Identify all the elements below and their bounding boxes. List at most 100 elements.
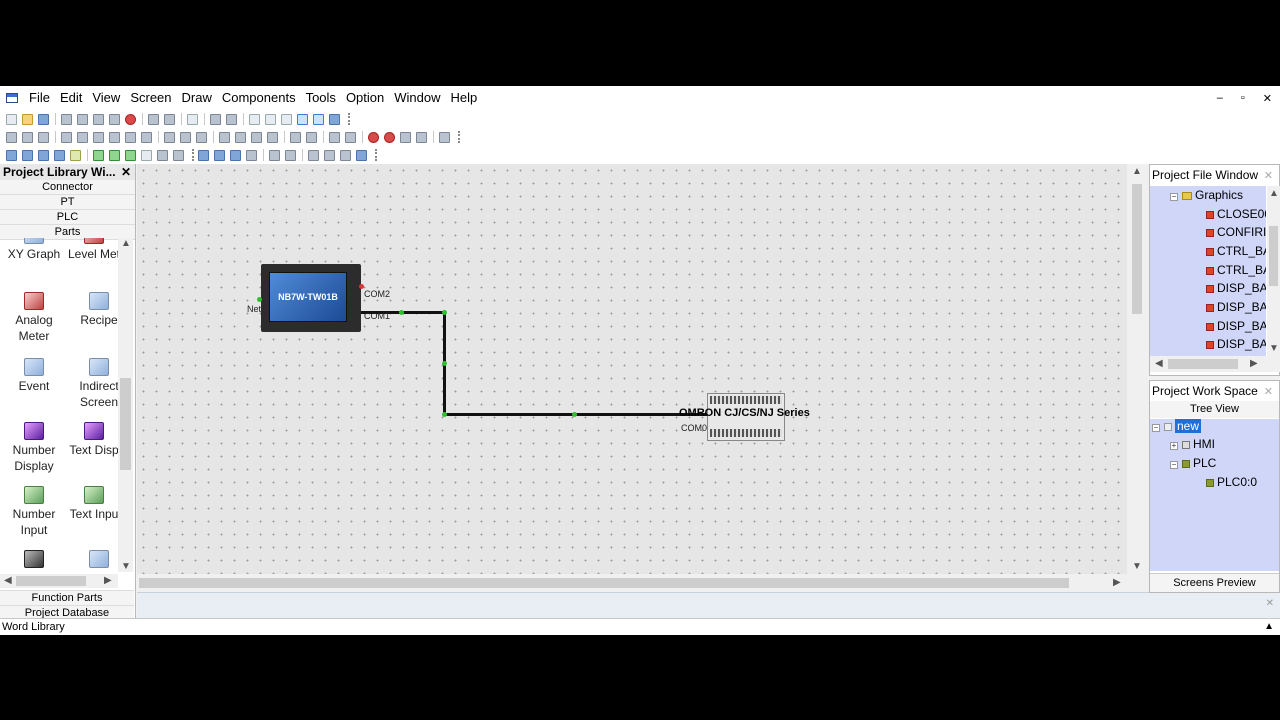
zoom-icon[interactable] xyxy=(281,113,292,125)
scroll-left-icon[interactable]: ◀ xyxy=(1155,358,1163,369)
rotate-icon[interactable] xyxy=(400,131,411,143)
same-size-icon[interactable] xyxy=(141,131,152,143)
part-event[interactable]: Event xyxy=(2,358,66,394)
tree-node-file[interactable]: CTRL_BA xyxy=(1206,242,1266,260)
download-icon[interactable] xyxy=(226,113,237,125)
indicator-icon[interactable] xyxy=(70,149,81,161)
multi-switch-icon[interactable] xyxy=(54,149,65,161)
canvas-vertical-scrollbar[interactable]: ▲ ▼ xyxy=(1128,164,1146,574)
part-analog-meter[interactable]: Analog Meter xyxy=(2,292,66,344)
align-left-icon[interactable] xyxy=(6,131,17,143)
flip-vertical-icon[interactable] xyxy=(306,131,317,143)
status-text[interactable]: Word Library xyxy=(2,621,65,633)
parts-vertical-scrollbar[interactable]: ▲ ▼ xyxy=(118,238,133,572)
part-recipe[interactable]: Recipe xyxy=(67,292,131,328)
export-icon[interactable] xyxy=(340,149,351,161)
menu-screen[interactable]: Screen xyxy=(130,90,172,105)
wire-node[interactable] xyxy=(442,310,447,315)
project-file-vertical-scroll-thumb[interactable] xyxy=(1269,226,1278,286)
text-tool-icon[interactable] xyxy=(141,149,152,161)
parts-horizontal-scroll-thumb[interactable] xyxy=(16,576,86,586)
com2-port-node[interactable] xyxy=(359,284,364,289)
chevron-up-icon[interactable]: ▲ xyxy=(1264,621,1274,632)
lock-all-icon[interactable] xyxy=(439,131,450,143)
ungroup-icon[interactable] xyxy=(235,131,246,143)
align-bottom-icon[interactable] xyxy=(61,131,72,143)
grid-table-icon[interactable] xyxy=(324,149,335,161)
menu-view[interactable]: View xyxy=(92,90,121,105)
delete-icon[interactable] xyxy=(125,113,136,125)
group-icon[interactable] xyxy=(219,131,230,143)
expand-icon[interactable]: + xyxy=(1170,441,1178,450)
menu-tools[interactable]: Tools xyxy=(305,90,336,105)
settings-icon[interactable] xyxy=(285,149,296,161)
menu-edit[interactable]: Edit xyxy=(59,90,83,105)
tree-node-root[interactable]: −new xyxy=(1152,419,1202,435)
save-icon[interactable] xyxy=(38,113,49,125)
canvas-horizontal-scrollbar[interactable]: ▶ xyxy=(137,574,1127,592)
menu-help[interactable]: Help xyxy=(450,90,478,105)
nav-next-icon[interactable] xyxy=(230,149,241,161)
close-icon[interactable]: ✕ xyxy=(1262,92,1272,105)
nav-first-icon[interactable] xyxy=(198,149,209,161)
toolbar-grip[interactable] xyxy=(458,131,464,143)
wire-node[interactable] xyxy=(442,361,447,366)
part-xy-graph[interactable]: XY Graph xyxy=(2,238,66,262)
align-center-icon[interactable] xyxy=(77,131,88,143)
table-icon[interactable] xyxy=(308,149,319,161)
toolbar-grip[interactable] xyxy=(375,149,381,161)
screen-button-icon[interactable] xyxy=(109,149,120,161)
scroll-down-icon[interactable]: ▼ xyxy=(1269,343,1279,354)
part-more-a[interactable] xyxy=(2,550,66,570)
category-connector[interactable]: Connector xyxy=(0,180,135,195)
communication-icon[interactable] xyxy=(269,149,280,161)
snap-icon[interactable] xyxy=(313,113,324,125)
toolbar-grip[interactable] xyxy=(348,113,354,125)
scroll-down-icon[interactable]: ▼ xyxy=(1132,561,1142,572)
category-pt[interactable]: PT xyxy=(0,195,135,210)
project-database-button[interactable]: Project Database xyxy=(0,605,134,620)
scroll-down-icon[interactable]: ▼ xyxy=(121,561,131,572)
parts-vertical-scroll-thumb[interactable] xyxy=(120,378,131,470)
tree-node-file[interactable]: DISP_BA xyxy=(1206,298,1266,316)
menu-file[interactable]: File xyxy=(29,90,50,105)
menu-window[interactable]: Window xyxy=(394,90,441,105)
bit-button-icon[interactable] xyxy=(6,149,17,161)
cut-icon[interactable] xyxy=(61,113,72,125)
word-button-icon[interactable] xyxy=(22,149,33,161)
project-file-horizontal-scrollbar[interactable]: ◀ ▶ xyxy=(1150,356,1280,372)
import-icon[interactable] xyxy=(356,149,367,161)
net-port-node[interactable] xyxy=(257,297,262,302)
space-horizontal-icon[interactable] xyxy=(164,131,175,143)
part-level-meter[interactable]: Level Met xyxy=(62,238,126,262)
project-file-vertical-scrollbar[interactable]: ▲ ▼ xyxy=(1267,186,1280,356)
screens-preview-tab[interactable]: Screens Preview xyxy=(1150,573,1279,592)
category-parts[interactable]: Parts xyxy=(0,225,135,240)
same-height-icon[interactable] xyxy=(125,131,136,143)
help-icon[interactable] xyxy=(329,113,340,125)
part-text-display[interactable]: Text Disp xyxy=(62,422,126,458)
tree-node-file[interactable]: CLOSE00 xyxy=(1206,205,1266,223)
scroll-up-icon[interactable]: ▲ xyxy=(1269,188,1279,199)
restore-icon[interactable]: ▫ xyxy=(1240,92,1245,104)
part-number-display[interactable]: Number Display xyxy=(2,422,66,474)
tree-node-file[interactable]: DISP_BA xyxy=(1206,317,1266,335)
center-horizontal-icon[interactable] xyxy=(196,131,207,143)
lock-icon[interactable] xyxy=(416,131,427,143)
scroll-right-icon[interactable]: ▶ xyxy=(1113,577,1121,588)
compile-icon[interactable] xyxy=(210,113,221,125)
line-icon[interactable] xyxy=(329,131,340,143)
app-icon[interactable] xyxy=(6,93,18,103)
canvas-horizontal-scroll-thumb[interactable] xyxy=(139,578,1069,588)
part-more-b[interactable] xyxy=(67,550,131,570)
wire-node[interactable] xyxy=(572,412,577,417)
parts-horizontal-scrollbar[interactable]: ◀ ▶ xyxy=(0,574,118,588)
close-icon[interactable]: ✕ xyxy=(120,165,131,179)
part-indirect-screen[interactable]: Indirect Screen xyxy=(67,358,131,410)
minimize-icon[interactable]: – xyxy=(1216,92,1223,104)
bar-icon[interactable] xyxy=(345,131,356,143)
network-canvas[interactable]: NB7W-TW01B COM2 COM1 Net OMRON CJ/CS/NJ … xyxy=(137,164,1127,574)
menu-option[interactable]: Option xyxy=(345,90,385,105)
project-file-horizontal-scroll-thumb[interactable] xyxy=(1168,359,1238,369)
arrow-left-icon[interactable] xyxy=(384,131,395,143)
